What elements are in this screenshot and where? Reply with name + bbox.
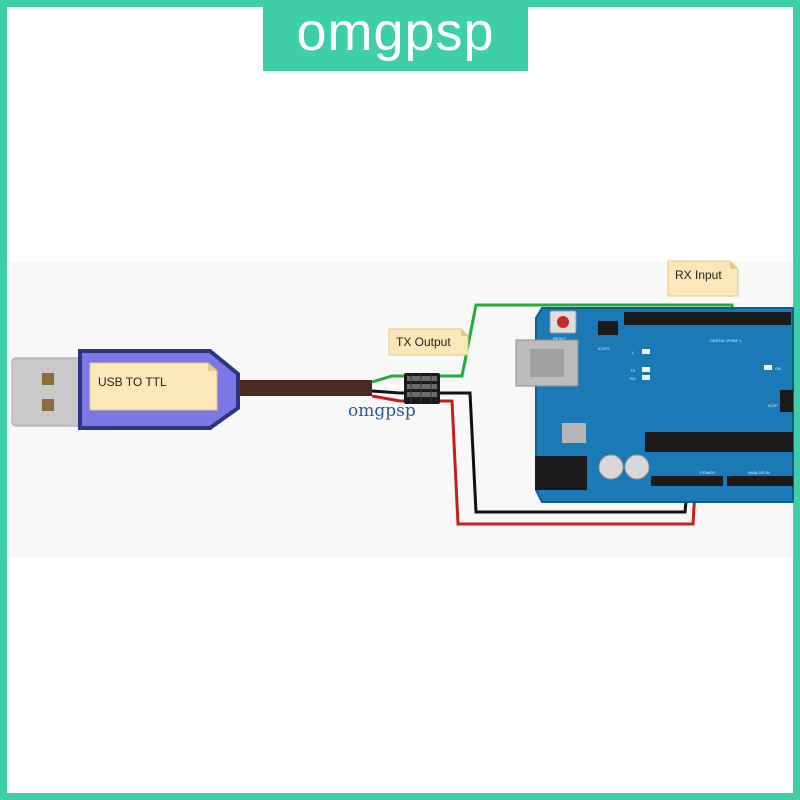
led-on-label: ON [775, 366, 781, 371]
led-l-icon [642, 349, 650, 354]
icsp2-label: ICSP2 [598, 346, 610, 351]
analog-pin-header [727, 476, 793, 486]
capacitor-icon [598, 454, 624, 480]
usb-adapter-label: USB TO TTL [98, 375, 167, 389]
usb-contact-icon [42, 399, 54, 411]
led-tx-label: TX [630, 368, 635, 373]
icsp-label: ICSP [768, 403, 778, 408]
tx-output-label: TX Output [396, 335, 451, 349]
analog-header-label: ANALOG IN [748, 470, 770, 475]
vcc-wire-red [371, 394, 697, 526]
usb-adapter-label-note [89, 362, 218, 411]
usb-adapter-cable [236, 380, 372, 396]
brand-banner: omgpsp [263, 0, 528, 71]
led-tx-icon [642, 367, 650, 372]
capacitor-icon [624, 454, 650, 480]
tx-output-callout: TX Output [388, 328, 469, 356]
led-on-icon [764, 365, 772, 370]
usb-plug [11, 357, 85, 427]
usb-to-ttl-adapter: USB TO TTL [78, 349, 240, 430]
rx-input-label: RX Input [675, 268, 722, 282]
led-l-label: L [632, 350, 635, 355]
power-pin-header [651, 476, 723, 486]
digital-header-label: DIGITAL (PWM~) [710, 338, 742, 343]
arduino-board: RESET ICSP2 DIGITAL (PWM~) L TX RX ON IC… [515, 307, 794, 503]
dupont-connector [404, 373, 440, 404]
gnd-wire-black [371, 389, 689, 514]
crystal-oscillator [562, 423, 586, 443]
microcontroller-chip [645, 432, 793, 452]
rx-input-callout: RX Input [667, 260, 739, 297]
watermark-text: omgpsp [348, 401, 416, 421]
led-rx-icon [642, 375, 650, 380]
icsp-header [780, 390, 793, 412]
digital-pin-header [624, 312, 791, 325]
power-header-label: POWER [700, 470, 715, 475]
led-rx-label: RX [630, 376, 636, 381]
usb-contact-icon [42, 373, 54, 385]
reset-button-icon [557, 316, 569, 328]
dc-power-jack [535, 456, 587, 490]
reset-label: RESET [553, 336, 567, 341]
icsp2-header [598, 321, 618, 335]
